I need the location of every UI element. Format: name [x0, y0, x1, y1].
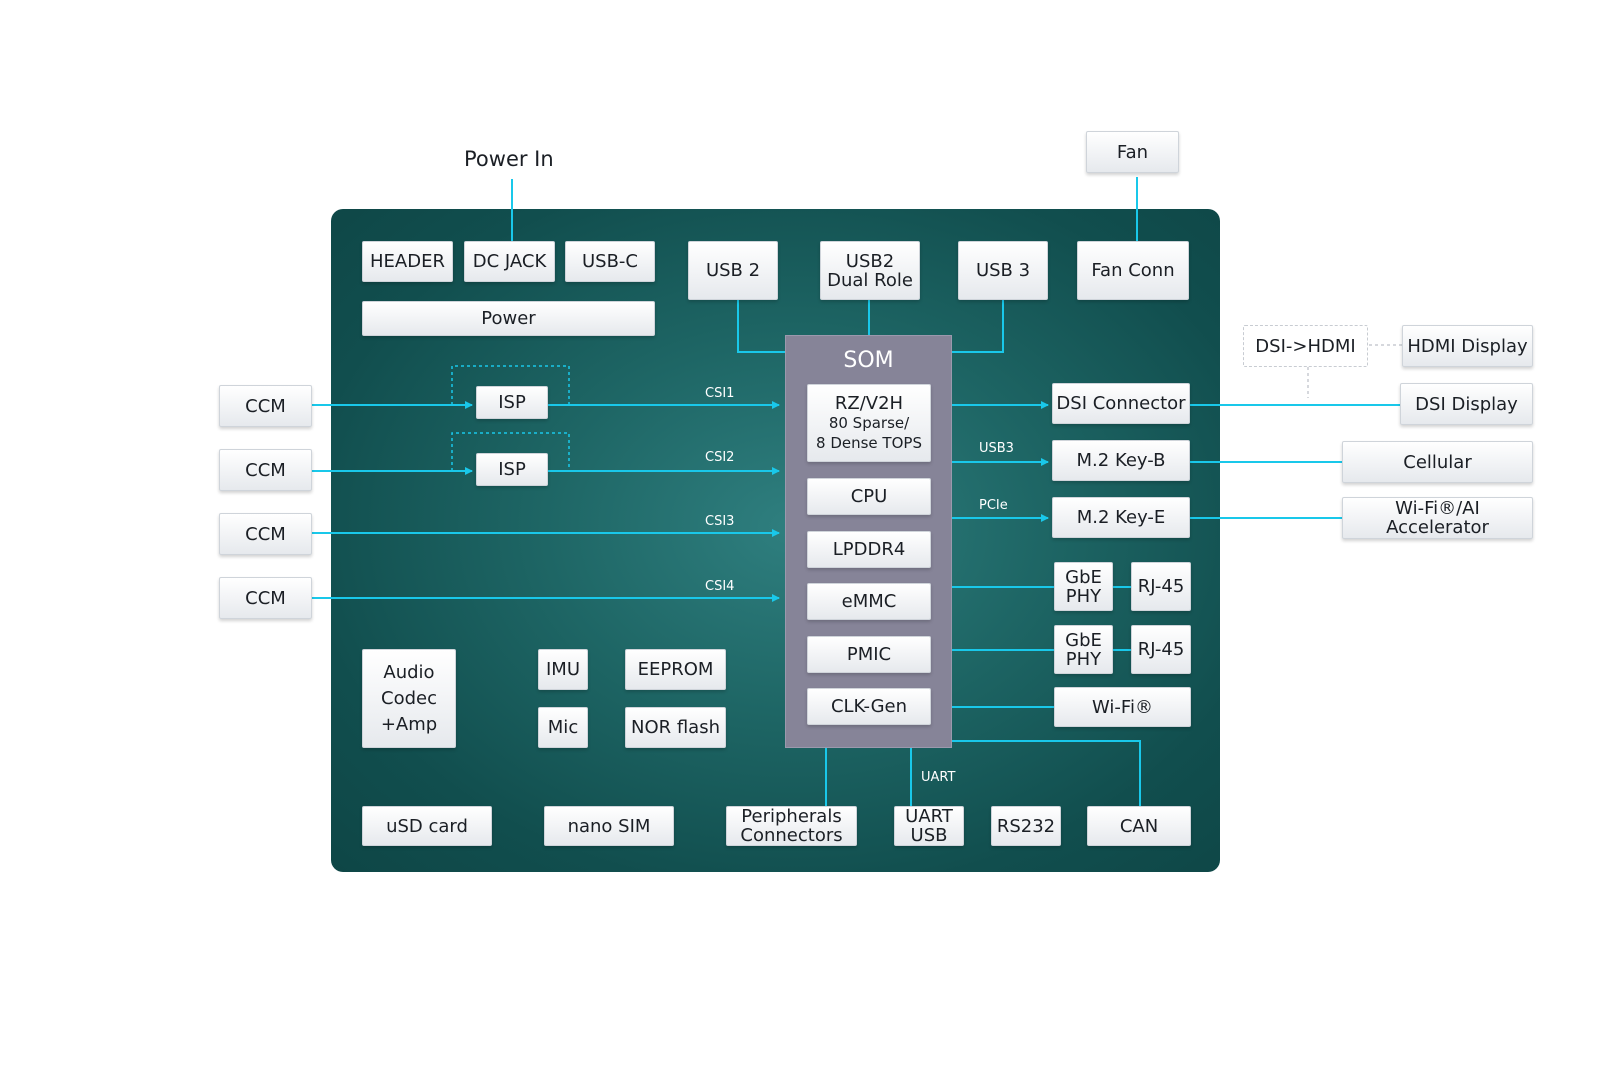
audio-line2: Codec [381, 687, 437, 709]
gbe-phy-2-line2: PHY [1065, 648, 1102, 670]
peripherals-connectors-block: Peripherals Connectors [726, 806, 857, 846]
rz-v2h-block: RZ/V2H 80 Sparse/ 8 Dense TOPS [807, 384, 931, 462]
gbe-phy-2-line1: GbE [1065, 629, 1102, 651]
nano-sim-block: nano SIM [544, 806, 674, 846]
rs232-block: RS232 [991, 806, 1061, 846]
wifi-ai-accelerator-block: Wi-Fi®/AI Accelerator [1342, 497, 1533, 539]
csi3-label: CSI3 [705, 514, 735, 529]
csi4-label: CSI4 [705, 579, 735, 594]
csi1-label: CSI1 [705, 386, 735, 401]
uart-usb-block: UART USB [894, 806, 964, 846]
mic-block: Mic [538, 707, 588, 748]
gbe-phy-1-line1: GbE [1065, 566, 1102, 588]
power-block: Power [362, 301, 655, 336]
audio-line3: +Amp [380, 713, 438, 735]
rj45-block-1: RJ-45 [1131, 562, 1191, 611]
usb2-dual-role-line2: Dual Role [827, 269, 913, 291]
ccm-block-3: CCM [219, 513, 312, 555]
power-in-label: Power In [464, 147, 554, 171]
csi2-label: CSI2 [705, 450, 735, 465]
imu-block: IMU [538, 649, 588, 690]
uart-usb-line1: UART [905, 806, 953, 827]
peripherals-line1: Peripherals [741, 806, 842, 827]
lpddr4-block: LPDDR4 [807, 531, 931, 568]
m2-key-e-block: M.2 Key-E [1052, 497, 1190, 538]
gbe-phy-block-1: GbE PHY [1054, 562, 1113, 611]
hdmi-display-block: HDMI Display [1402, 325, 1533, 367]
usb-c-block: USB-C [565, 241, 655, 282]
ccm-block-4: CCM [219, 577, 312, 619]
peripherals-line2: Connectors [740, 825, 843, 846]
rz-v2h-sparse: 80 Sparse/ [828, 413, 910, 432]
rz-v2h-dense: 8 Dense TOPS [816, 433, 922, 452]
pmic-block: PMIC [807, 636, 931, 673]
dsi-hdmi-block: DSI->HDMI [1243, 325, 1368, 367]
audio-line1: Audio [383, 661, 435, 683]
ccm-block-1: CCM [219, 385, 312, 427]
rj45-block-2: RJ-45 [1131, 625, 1191, 674]
gbe-phy-1-line2: PHY [1065, 585, 1102, 607]
pcie-link-label: PCIe [979, 498, 1008, 513]
isp-block-1: ISP [476, 386, 548, 419]
isp-block-2: ISP [476, 453, 548, 486]
rz-v2h-title: RZ/V2H [834, 392, 904, 414]
gbe-phy-block-2: GbE PHY [1054, 625, 1113, 674]
emmc-block: eMMC [807, 583, 931, 620]
ccm-block-2: CCM [219, 449, 312, 491]
usb2-dual-role-line1: USB2 [845, 250, 895, 272]
nor-flash-block: NOR flash [625, 707, 726, 748]
can-block: CAN [1087, 806, 1191, 846]
dc-jack-block: DC JACK [464, 241, 555, 282]
dsi-display-block: DSI Display [1400, 383, 1533, 425]
fan-block: Fan [1086, 131, 1179, 173]
audio-codec-amp-block: Audio Codec +Amp [362, 649, 456, 748]
m2-key-b-block: M.2 Key-B [1052, 440, 1190, 481]
eeprom-block: EEPROM [625, 649, 726, 690]
uart-link-label: UART [921, 770, 956, 785]
usd-card-block: uSD card [362, 806, 492, 846]
usb2-block: USB 2 [688, 241, 778, 300]
usb3-block: USB 3 [958, 241, 1048, 300]
dsi-connector-block: DSI Connector [1052, 383, 1190, 424]
uart-usb-line2: USB [910, 825, 948, 846]
som-title: SOM [843, 348, 894, 373]
usb3-link-label: USB3 [979, 441, 1014, 456]
cellular-block: Cellular [1342, 441, 1533, 483]
clk-gen-block: CLK-Gen [807, 688, 931, 725]
header-block: HEADER [362, 241, 453, 282]
fan-conn-block: Fan Conn [1077, 241, 1189, 300]
usb2-dual-role-block: USB2 Dual Role [820, 241, 920, 300]
wifi-block: Wi-Fi® [1054, 687, 1191, 727]
cpu-block: CPU [807, 478, 931, 515]
